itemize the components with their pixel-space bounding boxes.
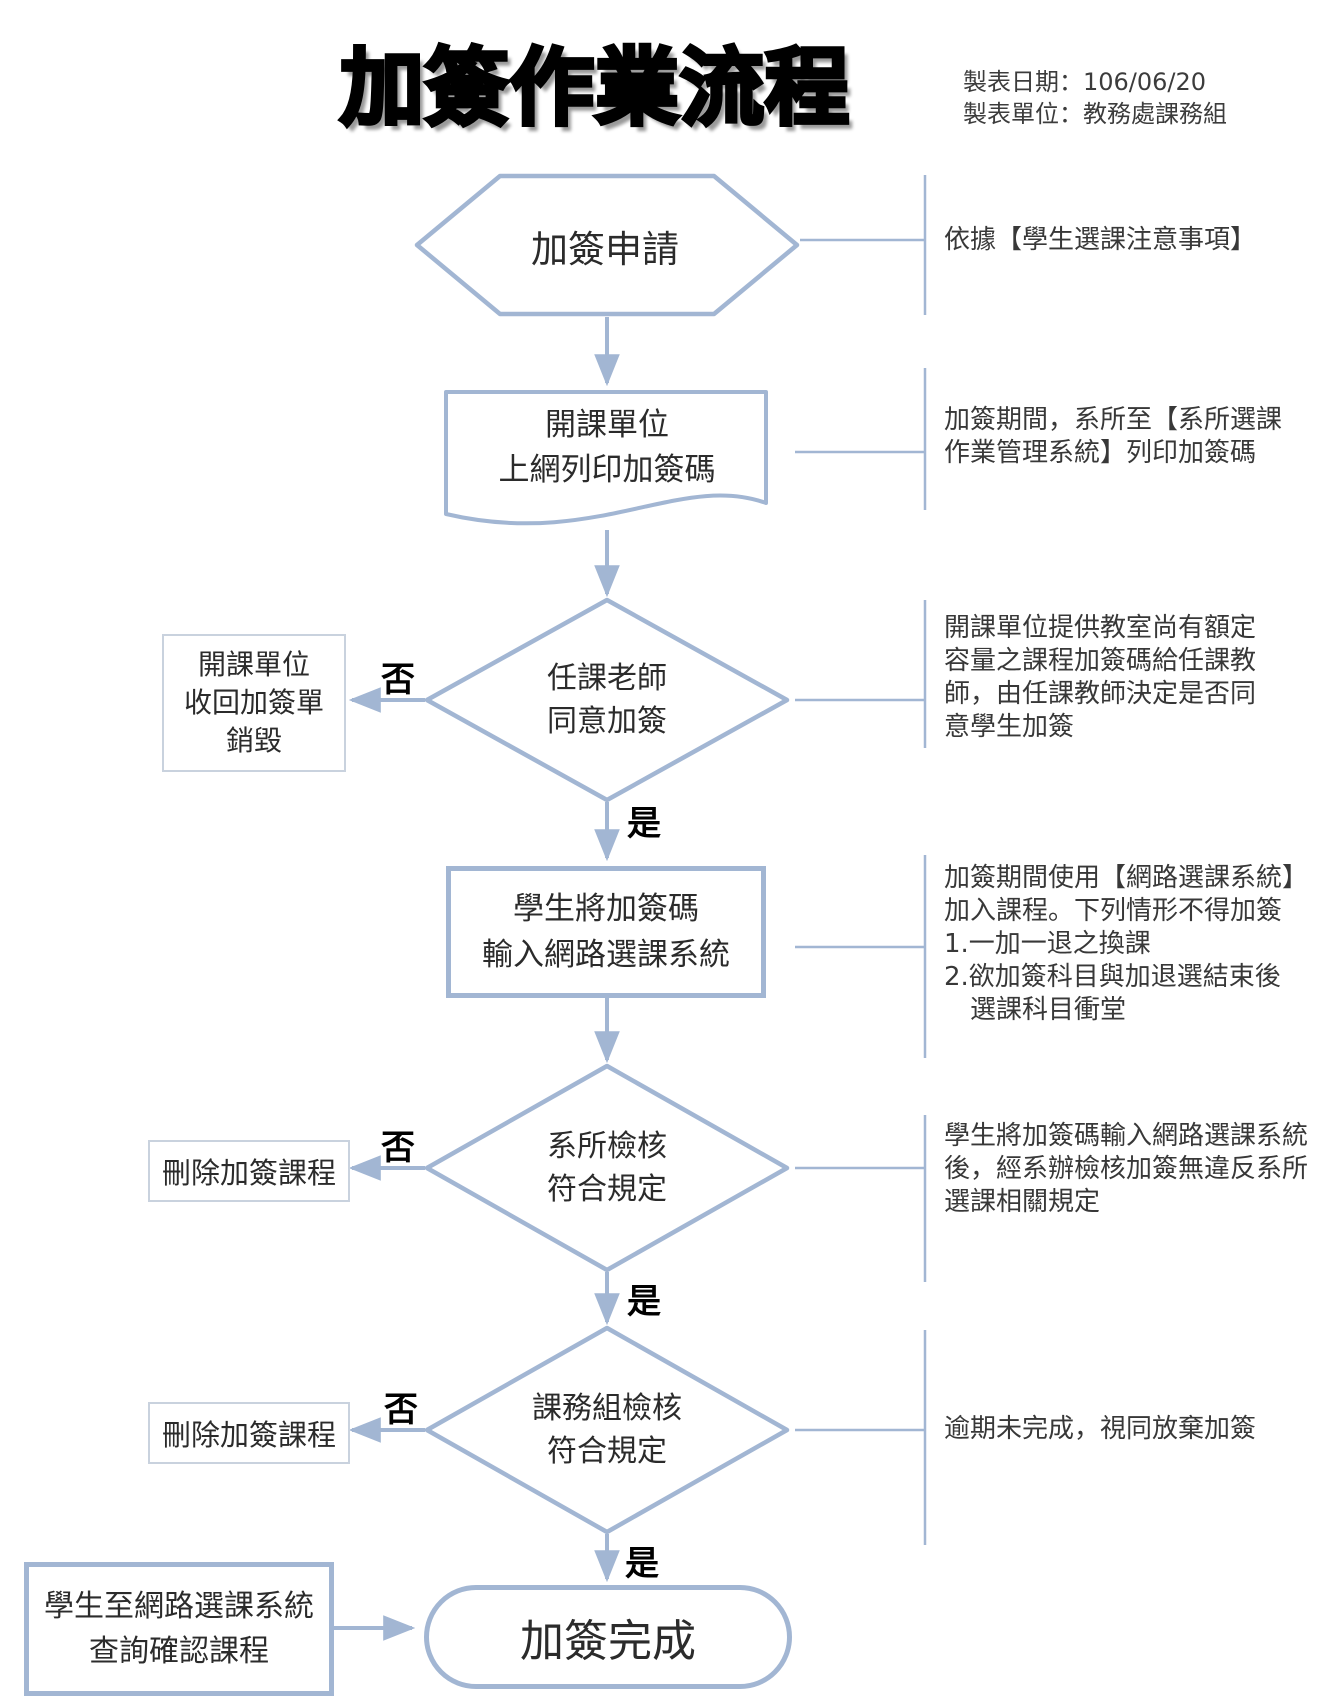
dept-check-diamond-shape bbox=[424, 1063, 790, 1273]
branch-yes-label-1: 是 bbox=[627, 804, 661, 844]
meta-info: 製表日期：106/06/20 製表單位：教務處課務組 bbox=[963, 68, 1227, 128]
node-student-input: 學生將加簽碼 輸入網路選課系統 bbox=[446, 866, 766, 998]
node-retrieve-destroy: 開課單位 收回加簽單 銷毀 bbox=[162, 634, 346, 772]
branch-no-label-3: 否 bbox=[384, 1390, 418, 1430]
node-dept-check-label: 系所檢核 符合規定 bbox=[547, 1128, 667, 1208]
branch-no-label-2: 否 bbox=[381, 1128, 415, 1168]
node-delete-course-2: 刪除加簽課程 bbox=[148, 1402, 350, 1464]
teacher-agree-diamond-shape bbox=[424, 597, 790, 803]
annotation-3: 開課單位提供教室尚有額定 容量之課程加簽碼給任課教 師，由任課教師決定是否同 意… bbox=[944, 613, 1257, 742]
annotation-6: 逾期未完成，視同放棄加簽 bbox=[944, 1414, 1257, 1444]
branch-no-label-1: 否 bbox=[381, 660, 415, 700]
annotation-1: 依據【學生選課注意事項】 bbox=[944, 225, 1257, 255]
start-hexagon-shape bbox=[414, 173, 800, 317]
branch-yes-label-3: 是 bbox=[625, 1544, 659, 1584]
node-teacher-agree-label: 任課老師 同意加簽 bbox=[547, 660, 667, 740]
node-delete-course-1: 刪除加簽課程 bbox=[148, 1140, 350, 1202]
annotation-2: 加簽期間，系所至【系所選課 作業管理系統】列印加簽碼 bbox=[944, 405, 1283, 468]
division-check-diamond-shape bbox=[424, 1325, 790, 1535]
node-student-confirm: 學生至網路選課系統 查詢確認課程 bbox=[24, 1562, 334, 1696]
page-title: 加簽作業流程 bbox=[338, 39, 851, 137]
node-print-codes-label: 開課單位 上網列印加簽碼 bbox=[498, 407, 716, 488]
branch-yes-label-2: 是 bbox=[627, 1282, 661, 1322]
print-document-shape bbox=[444, 390, 768, 526]
annotation-5: 學生將加簽碼輸入網路選課系統 後，經系辦檢核加簽無違反系所 選課相關規定 bbox=[944, 1121, 1309, 1217]
annotation-4: 加簽期間使用【網路選課系統】 加入課程。下列情形不得加簽 1.一加一退之換課 2… bbox=[944, 863, 1309, 1025]
node-complete: 加簽完成 bbox=[424, 1585, 792, 1689]
node-division-check-label: 課務組檢核 符合規定 bbox=[532, 1390, 682, 1470]
node-start-label: 加簽申請 bbox=[531, 228, 679, 271]
